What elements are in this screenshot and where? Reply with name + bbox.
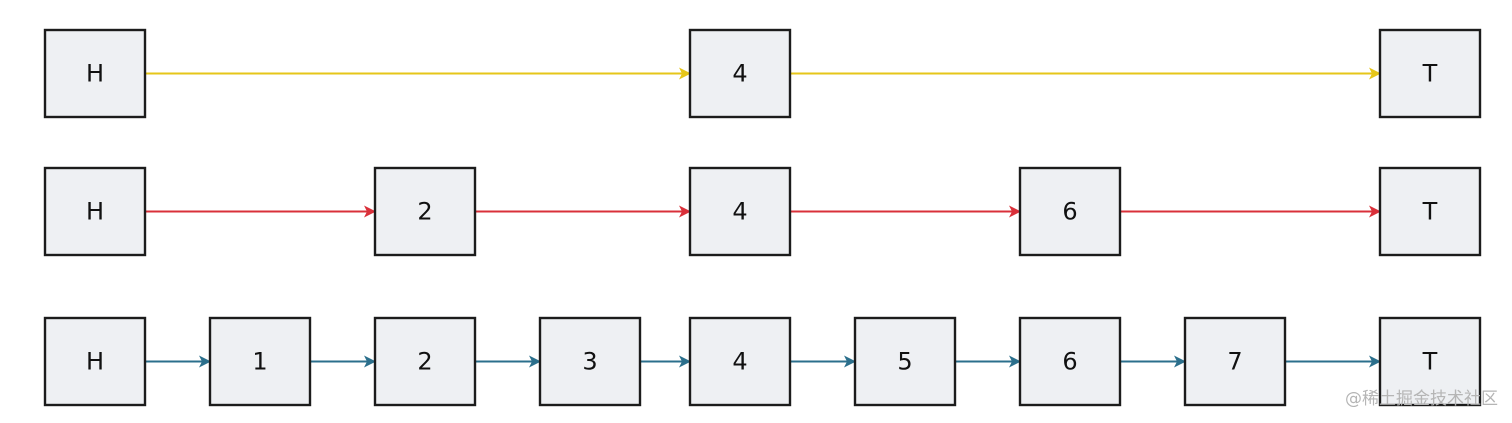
- node-label: 4: [732, 348, 747, 376]
- node-box: [1018, 316, 1122, 407]
- node-box: [1378, 316, 1482, 407]
- level-0-node: 6: [1018, 316, 1122, 407]
- level-1-node: 2: [373, 166, 477, 257]
- node-box: [1378, 166, 1482, 257]
- node-label: 6: [1062, 348, 1077, 376]
- node-box: [1018, 166, 1122, 257]
- level-1-node: 6: [1018, 166, 1122, 257]
- node-box: [1183, 316, 1287, 407]
- level-0-node: 7: [1183, 316, 1287, 407]
- node-box: [208, 316, 312, 407]
- watermark: @稀土掘金技术社区: [1345, 389, 1498, 409]
- node-label: H: [86, 348, 104, 376]
- level-1-node: 4: [688, 166, 792, 257]
- node-label: 4: [732, 60, 747, 88]
- node-label: T: [1422, 198, 1438, 226]
- node-box: [853, 316, 957, 407]
- node-label: T: [1422, 60, 1438, 88]
- node-label: 4: [732, 198, 747, 226]
- level-0-node: 4: [688, 316, 792, 407]
- node-label: T: [1422, 348, 1438, 376]
- level-0-node: 1: [208, 316, 312, 407]
- node-label: H: [86, 198, 104, 226]
- node-box: [43, 166, 147, 257]
- node-box: [373, 316, 477, 407]
- level-0-node: H: [43, 316, 147, 407]
- level-0-node: 5: [853, 316, 957, 407]
- level-0-node: T: [1378, 316, 1482, 407]
- level-0-node: 3: [538, 316, 642, 407]
- node-label: 3: [582, 348, 597, 376]
- node-label: 7: [1227, 348, 1242, 376]
- node-box: [538, 316, 642, 407]
- level-1-node: T: [1378, 166, 1482, 257]
- node-box: [43, 316, 147, 407]
- node-label: 6: [1062, 198, 1077, 226]
- node-label: 2: [417, 348, 432, 376]
- node-label: 2: [417, 198, 432, 226]
- node-label: H: [86, 60, 104, 88]
- node-box: [688, 316, 792, 407]
- level-1-node: H: [43, 166, 147, 257]
- node-box: [688, 166, 792, 257]
- node-label: 1: [252, 348, 267, 376]
- node-label: 5: [897, 348, 912, 376]
- level-0-node: 2: [373, 316, 477, 407]
- node-box: [373, 166, 477, 257]
- node-box: [43, 28, 147, 119]
- level-2-node: T: [1378, 28, 1482, 119]
- level-2-node: 4: [688, 28, 792, 119]
- node-box: [1378, 28, 1482, 119]
- edges: [145, 67, 1381, 368]
- node-box: [688, 28, 792, 119]
- level-2-node: H: [43, 28, 147, 119]
